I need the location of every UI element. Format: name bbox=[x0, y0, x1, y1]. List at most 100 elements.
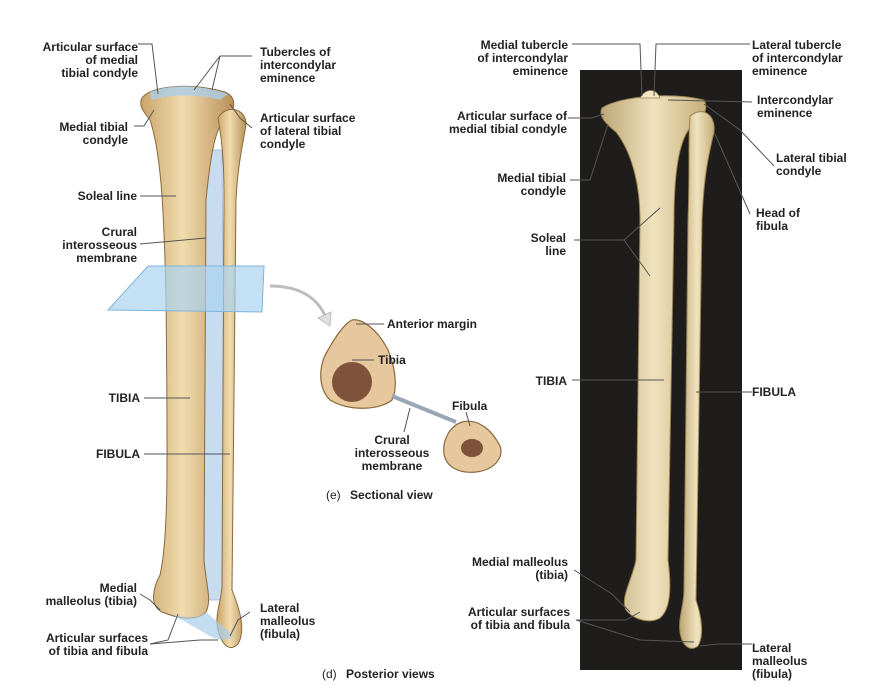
label-photo-medial-malleolus-line: Medial malleolus bbox=[472, 555, 568, 569]
label-photo-soleal-line-line: line bbox=[545, 244, 566, 258]
label-medial-tubercle-line: of intercondylar bbox=[477, 51, 568, 65]
posterior-caption-letter: (d) bbox=[322, 667, 337, 681]
label-section-crural-line: membrane bbox=[362, 459, 423, 473]
captions: (e) Sectional view (d) Posterior views bbox=[322, 488, 435, 681]
label-medial-tubercle-line: eminence bbox=[513, 64, 569, 78]
label-lateral-tibial-condyle-line: Lateral tibial bbox=[776, 151, 847, 165]
label-photo-lateral-malleolus-line: (fibula) bbox=[752, 667, 792, 681]
section-arrow-head bbox=[316, 311, 332, 327]
label-section-fibula: Fibula bbox=[452, 399, 488, 413]
label-photo-lateral-malleolus-line: malleolus bbox=[752, 654, 808, 668]
label-photo-medial-condyle-line: condyle bbox=[521, 184, 567, 198]
sectional-caption-letter: (e) bbox=[326, 488, 341, 502]
label-anterior-margin-line: Anterior margin bbox=[387, 317, 477, 331]
label-soleal-line: Soleal line bbox=[78, 189, 138, 203]
label-articular-surfaces-line: Articular surfaces bbox=[46, 631, 148, 645]
label-tubercles-line: intercondylar bbox=[260, 58, 336, 72]
label-lateral-tubercle-line: Lateral tubercle bbox=[752, 38, 842, 52]
label-photo-articular-surfaces-line: of tibia and fibula bbox=[471, 618, 571, 632]
label-medial-tibial-condyle-line: Medial tibial bbox=[59, 120, 128, 134]
label-articular-surfaces-line: of tibia and fibula bbox=[49, 644, 149, 658]
fibula-bone bbox=[216, 109, 247, 648]
sectional-caption: (e) Sectional view bbox=[326, 488, 433, 502]
sectional-caption-text: Sectional view bbox=[350, 488, 433, 502]
label-soleal-line-line: Soleal line bbox=[78, 189, 138, 203]
label-photo-fibula-line: FIBULA bbox=[752, 385, 796, 399]
label-anterior-margin: Anterior margin bbox=[387, 317, 477, 331]
label-lateral-malleolus-line: (fibula) bbox=[260, 627, 300, 641]
label-tubercles-line: Tubercles of bbox=[260, 45, 331, 59]
fibula-marrow bbox=[461, 439, 483, 457]
label-section-fibula-line: Fibula bbox=[452, 399, 488, 413]
label-lateral-tibial-condyle-line: condyle bbox=[776, 164, 822, 178]
label-photo-articular-medial-line: Articular surface of bbox=[457, 109, 568, 123]
photo-panel bbox=[580, 70, 742, 670]
label-head-of-fibula-line: fibula bbox=[756, 219, 788, 233]
photo-fibula bbox=[679, 111, 715, 649]
posterior-illustration bbox=[106, 85, 332, 648]
label-fibula: FIBULA bbox=[96, 447, 140, 461]
label-photo-fibula: FIBULA bbox=[752, 385, 796, 399]
label-medial-malleolus-line: malleolus (tibia) bbox=[46, 594, 137, 608]
label-photo-tibia: TIBIA bbox=[536, 374, 568, 388]
label-tibia-line: TIBIA bbox=[109, 391, 141, 405]
label-articular-lateral-line: Articular surface bbox=[260, 111, 356, 125]
label-crural-membrane-line: Crural bbox=[102, 225, 137, 239]
label-section-crural-line: Crural bbox=[374, 433, 409, 447]
articular-cap-tibia bbox=[150, 86, 228, 100]
photo-tibia bbox=[600, 95, 707, 622]
label-photo-medial-malleolus-line: (tibia) bbox=[535, 568, 568, 582]
label-medial-tubercle-line: Medial tubercle bbox=[481, 38, 569, 52]
label-articular-medial-line: Articular surface bbox=[43, 40, 139, 54]
label-photo-medial-malleolus: Medial malleolus(tibia) bbox=[472, 555, 568, 582]
articular-cap-distal bbox=[168, 612, 233, 640]
label-crural-membrane-line: interosseous bbox=[62, 238, 137, 252]
label-photo-articular-surfaces-line: Articular surfaces bbox=[468, 605, 570, 619]
posterior-caption-text: Posterior views bbox=[346, 667, 435, 681]
label-photo-lateral-malleolus-line: Lateral bbox=[752, 641, 791, 655]
label-lateral-tubercle-line: eminence bbox=[752, 64, 808, 78]
label-intercondylar-eminence-line: eminence bbox=[757, 106, 813, 120]
sectional-view bbox=[320, 319, 502, 473]
label-tubercles-line: eminence bbox=[260, 71, 316, 85]
label-articular-lateral-line: condyle bbox=[260, 137, 306, 151]
label-articular-medial-line: tibial condyle bbox=[61, 66, 138, 80]
label-photo-articular-medial-line: medial tibial condyle bbox=[449, 122, 567, 136]
label-tibia: TIBIA bbox=[109, 391, 141, 405]
label-photo-soleal-line-line: Soleal bbox=[531, 231, 566, 245]
label-articular-lateral-line: of lateral tibial bbox=[260, 124, 341, 138]
label-lateral-malleolus-line: malleolus bbox=[260, 614, 316, 628]
posterior-caption: (d) Posterior views bbox=[322, 667, 435, 681]
label-section-crural-line: interosseous bbox=[355, 446, 430, 460]
section-membrane bbox=[391, 394, 457, 424]
tibia-marrow bbox=[332, 362, 372, 402]
label-section-tibia-line: Tibia bbox=[378, 353, 406, 367]
label-articular-medial-line: of medial bbox=[85, 53, 138, 67]
label-crural-membrane-line: membrane bbox=[76, 251, 137, 265]
leader-lines bbox=[134, 43, 775, 647]
label-section-tibia: Tibia bbox=[378, 353, 406, 367]
label-lateral-malleolus-line: Lateral bbox=[260, 601, 299, 615]
label-head-of-fibula-line: Head of bbox=[756, 206, 801, 220]
